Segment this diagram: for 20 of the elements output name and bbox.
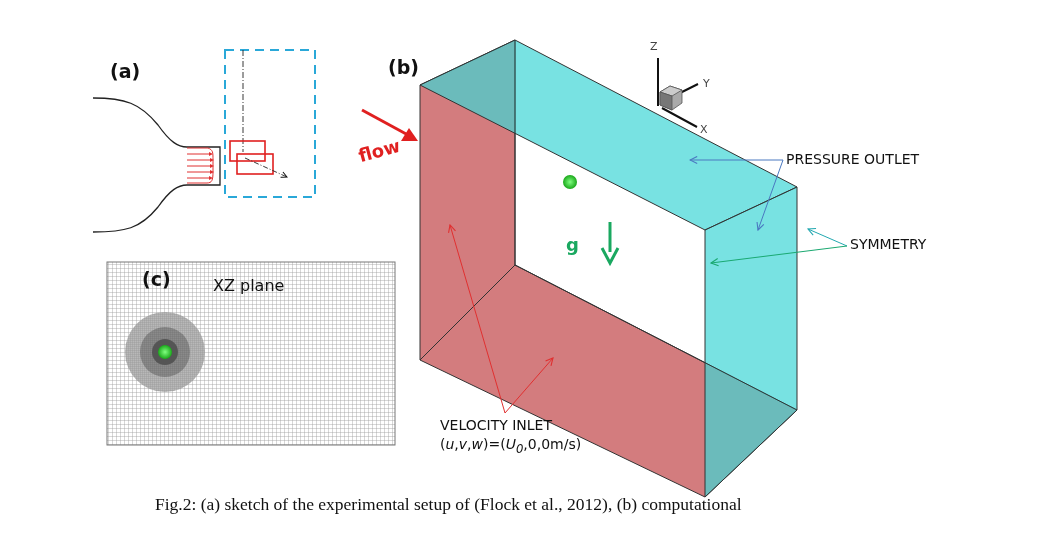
callout-text: SYMMETRY <box>850 235 927 254</box>
leader-line <box>689 155 784 165</box>
leader-line <box>448 224 506 414</box>
callout-text: (u,v,w)=(U$_{0}$,0,0m/s) <box>440 435 582 458</box>
axis-label: Y <box>703 77 710 90</box>
flow-label: flow <box>356 134 403 167</box>
plane-label: XZ plane <box>213 276 285 295</box>
leader-line <box>504 357 554 414</box>
leader-line <box>807 228 848 247</box>
leader-line <box>756 159 784 231</box>
panel-label: (a) <box>110 60 141 82</box>
callout-text: PRESSURE OUTLET <box>786 150 920 169</box>
axis-label: X <box>700 123 708 136</box>
gravity-label: g <box>566 234 579 255</box>
figure-caption: Fig.2: (a) sketch of the experimental setup of (Flock et al., 2012), (b) computational <box>155 494 742 515</box>
panel-label: (b) <box>388 56 419 78</box>
axis-label: Z <box>650 40 658 53</box>
callout-text: VELOCITY INLET <box>440 416 553 435</box>
panel-label: (c) <box>142 268 171 290</box>
leader-line <box>710 245 848 267</box>
